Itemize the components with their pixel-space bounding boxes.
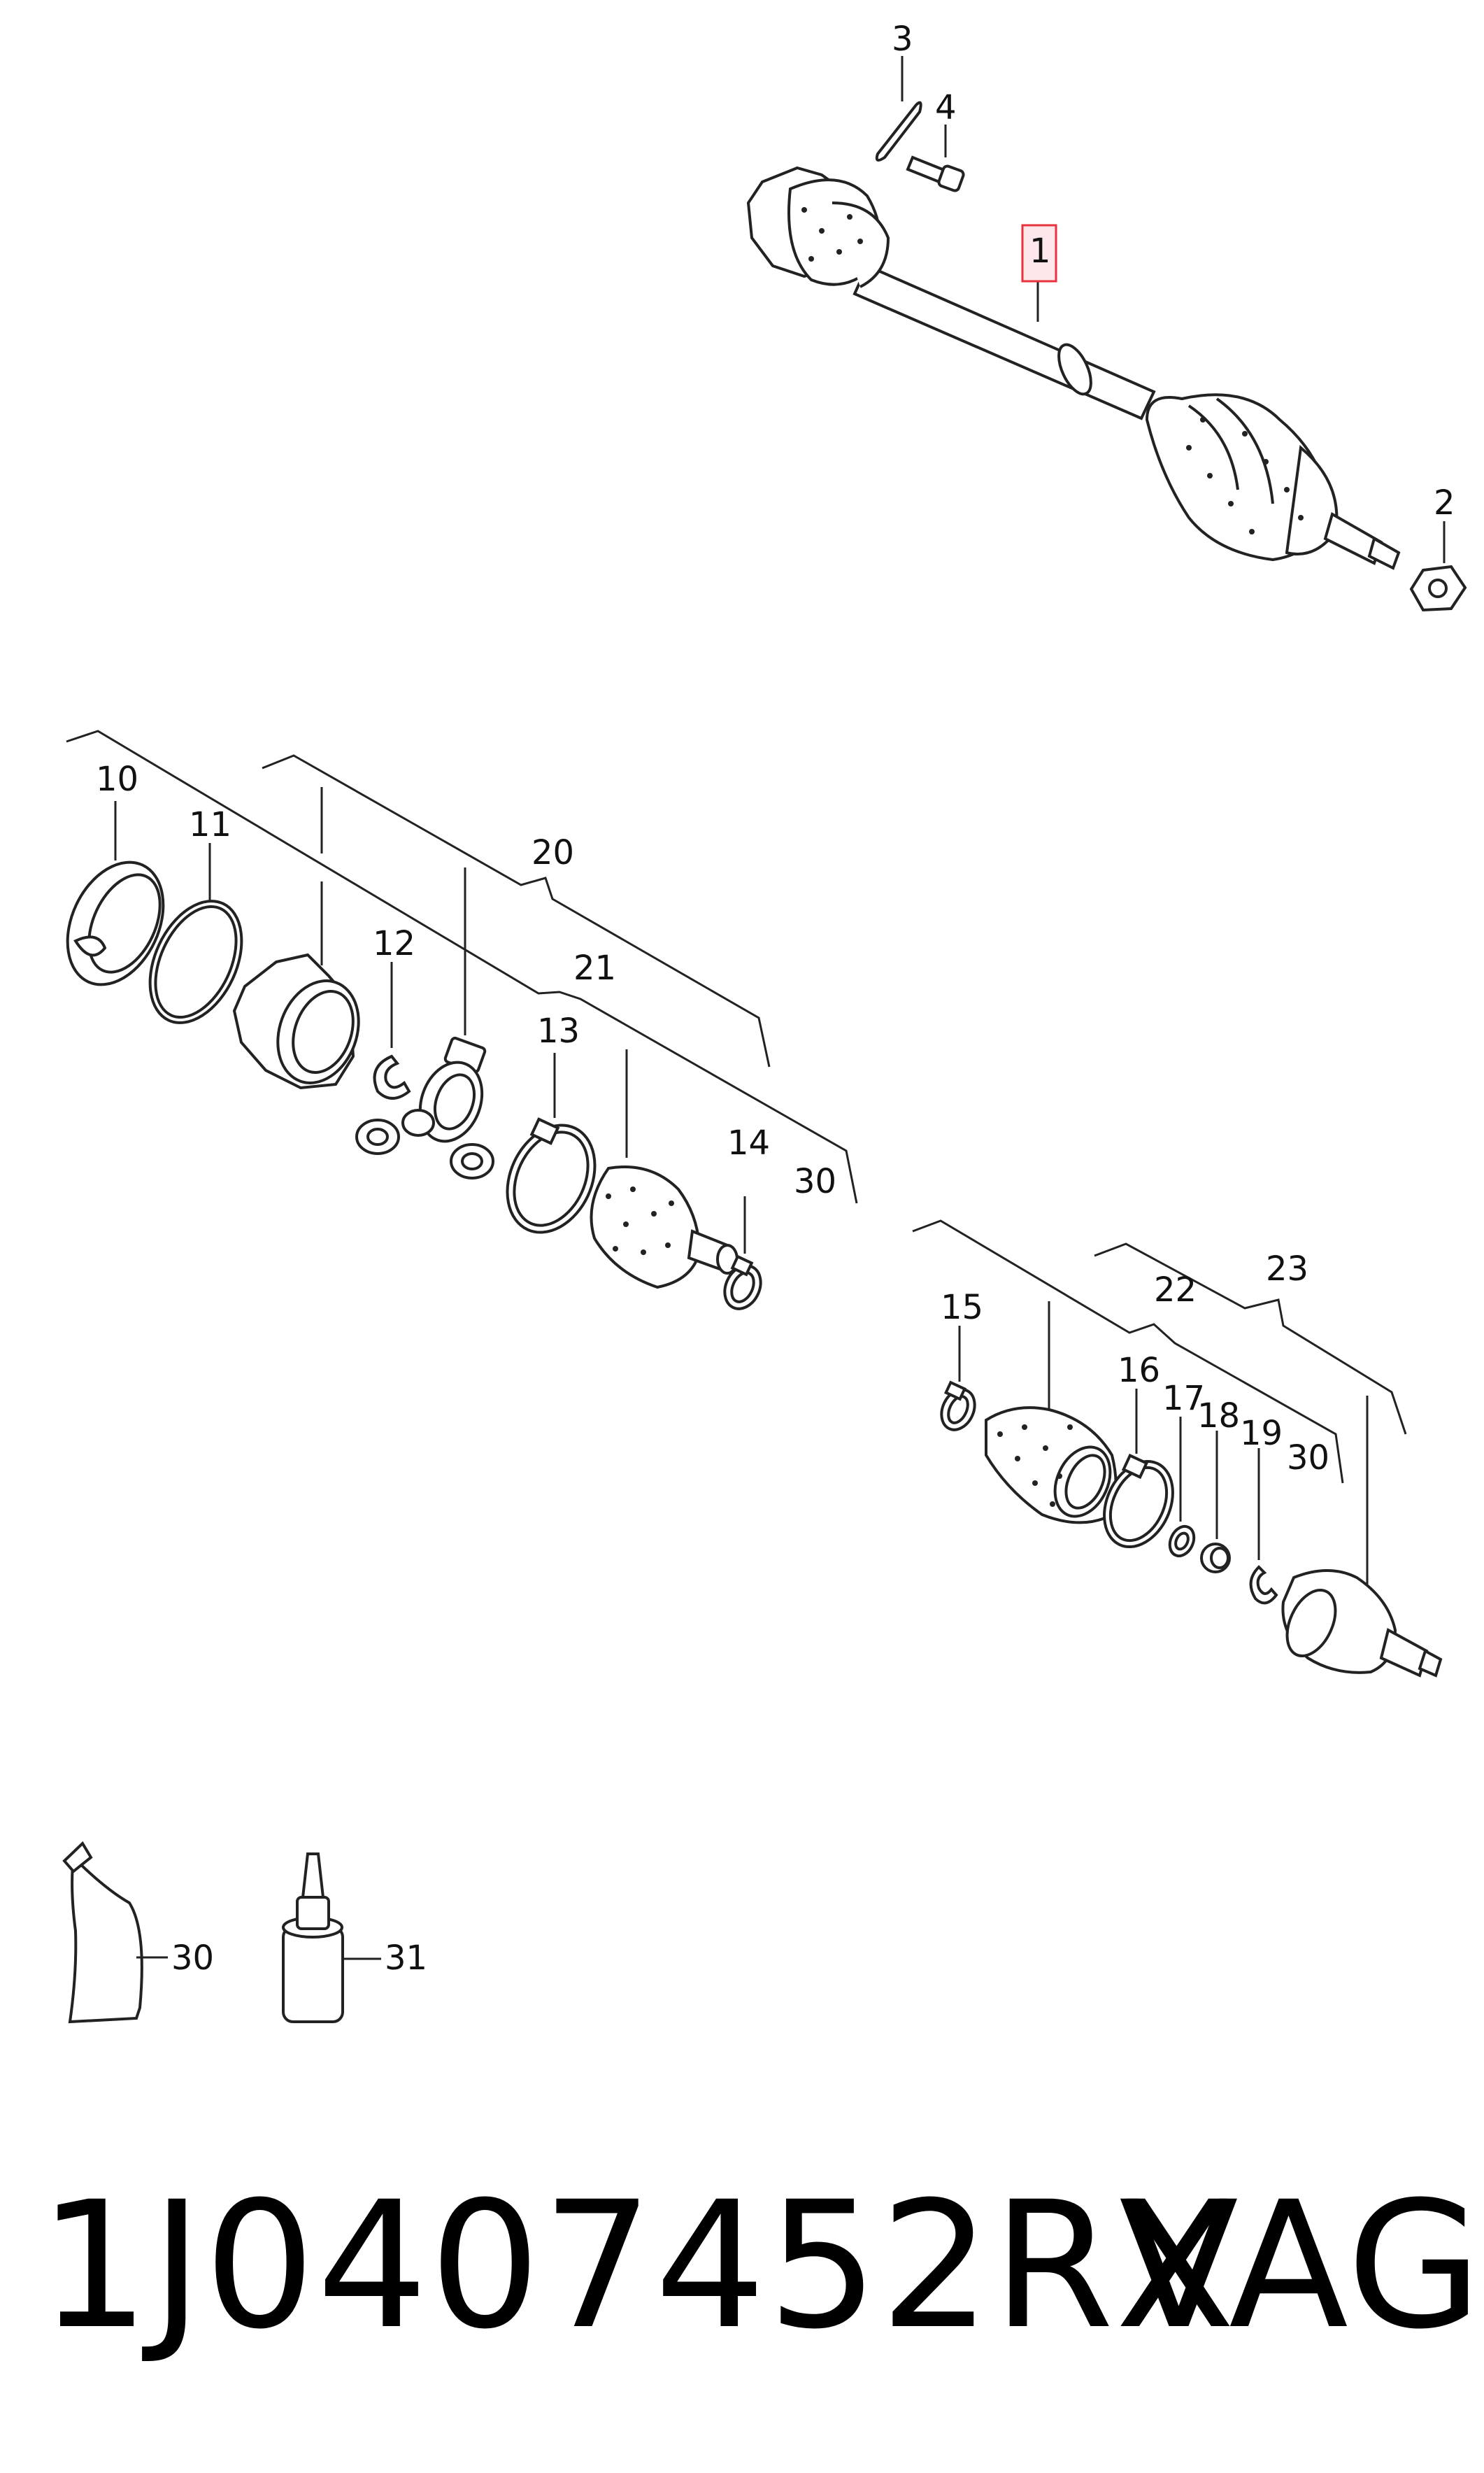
callout-30-outer: 30 — [1287, 1438, 1329, 1478]
brand: VAG — [1119, 2164, 1483, 2367]
callout-30-inner: 30 — [794, 1162, 836, 1201]
highlight-box — [1021, 224, 1057, 283]
callout-15: 15 — [941, 1288, 983, 1327]
part-number: 1J0407452RX — [38, 2164, 1236, 2367]
callout-30-tube: 30 — [171, 1939, 214, 1978]
drive-shaft-assembly — [746, 101, 1467, 612]
callout-13: 13 — [537, 1012, 580, 1051]
grease-tube — [62, 1841, 168, 2024]
outer-joint-group — [912, 1219, 1443, 1678]
callout-22: 22 — [1154, 1270, 1197, 1310]
callout-17: 17 — [1162, 1379, 1205, 1418]
callout-1: 1 — [1029, 232, 1051, 271]
callout-23: 23 — [1266, 1249, 1308, 1289]
sealant-bottle — [282, 1852, 381, 2023]
callout-20: 20 — [531, 833, 574, 872]
callout-16: 16 — [1118, 1351, 1160, 1390]
callout-21: 21 — [573, 949, 616, 988]
callout-3: 3 — [892, 20, 913, 59]
callout-31: 31 — [385, 1939, 427, 1978]
callout-11: 11 — [189, 805, 231, 844]
callout-19: 19 — [1240, 1414, 1283, 1453]
callout-14: 14 — [727, 1124, 770, 1163]
callout-10: 10 — [96, 760, 138, 799]
inner-joint-group — [66, 730, 858, 1310]
callout-12: 12 — [373, 924, 415, 963]
callout-2: 2 — [1434, 483, 1455, 523]
callout-18: 18 — [1197, 1396, 1240, 1436]
callout-4: 4 — [935, 88, 957, 127]
